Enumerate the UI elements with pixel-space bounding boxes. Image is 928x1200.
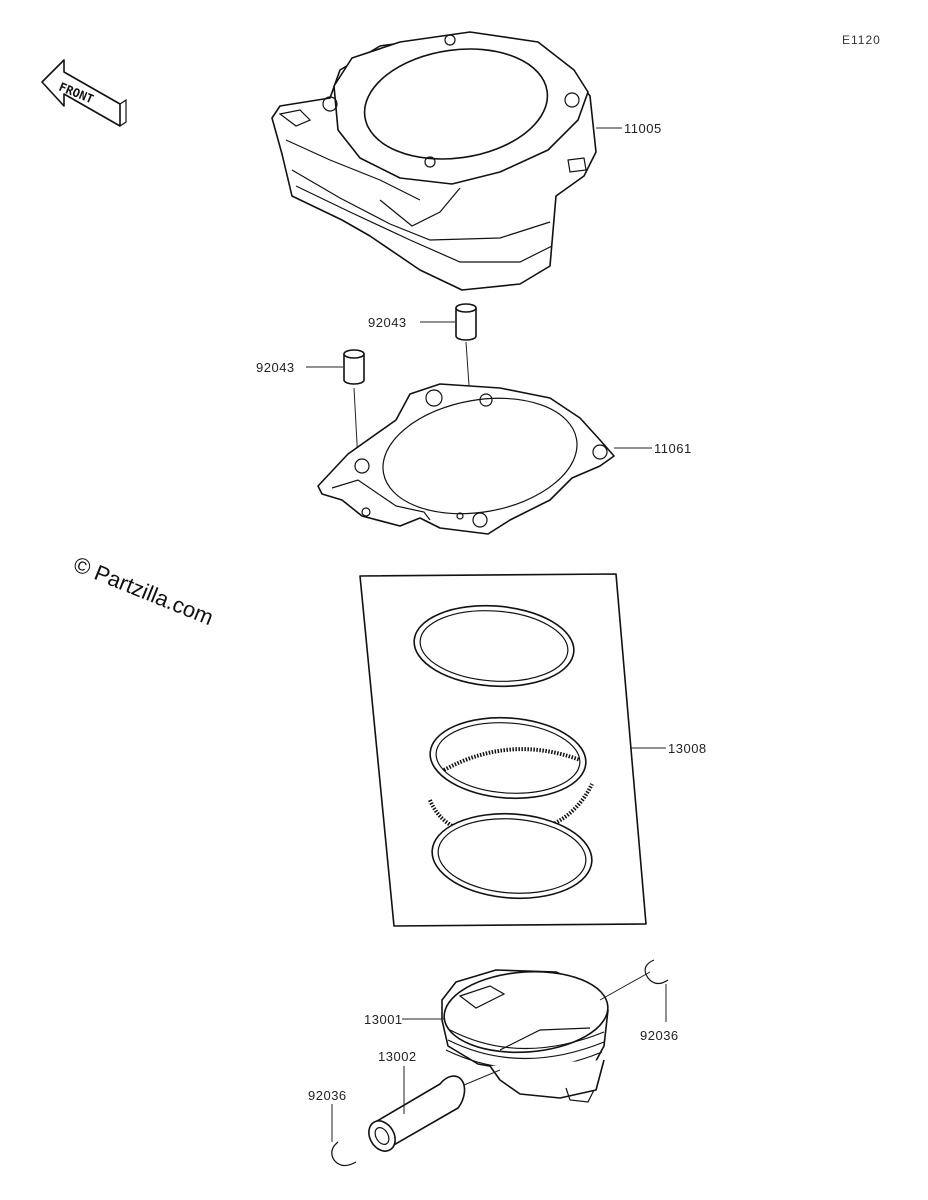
part-number-11005[interactable]: 11005: [624, 121, 662, 136]
part-number-92043-right[interactable]: 92043: [368, 315, 407, 330]
piston-pin-part[interactable]: [364, 1075, 466, 1156]
cylinder-part[interactable]: [271, 31, 597, 291]
piston-ring-set-part[interactable]: [359, 573, 647, 927]
part-number-11061[interactable]: 11061: [654, 441, 692, 456]
part-number-13001[interactable]: 13001: [364, 1012, 403, 1027]
part-number-13008[interactable]: 13008: [668, 741, 707, 756]
diagram-ref-code: E1120: [842, 33, 881, 47]
part-number-13002[interactable]: 13002: [378, 1049, 417, 1064]
dowel-pin-left-part[interactable]: [343, 349, 365, 385]
circlip-left-part[interactable]: [331, 1141, 357, 1167]
watermark: © Partzilla.com: [70, 551, 217, 630]
circlip-right-part[interactable]: [644, 959, 669, 985]
cylinder-gasket-part[interactable]: [317, 383, 615, 535]
front-arrow-icon: FRONT: [41, 59, 127, 127]
piston-part[interactable]: [441, 966, 610, 1103]
part-number-92036-left[interactable]: 92036: [308, 1088, 347, 1103]
part-number-92043-left[interactable]: 92043: [256, 360, 295, 375]
dowel-pin-right-part[interactable]: [455, 303, 477, 341]
part-number-92036-right[interactable]: 92036: [640, 1028, 679, 1043]
